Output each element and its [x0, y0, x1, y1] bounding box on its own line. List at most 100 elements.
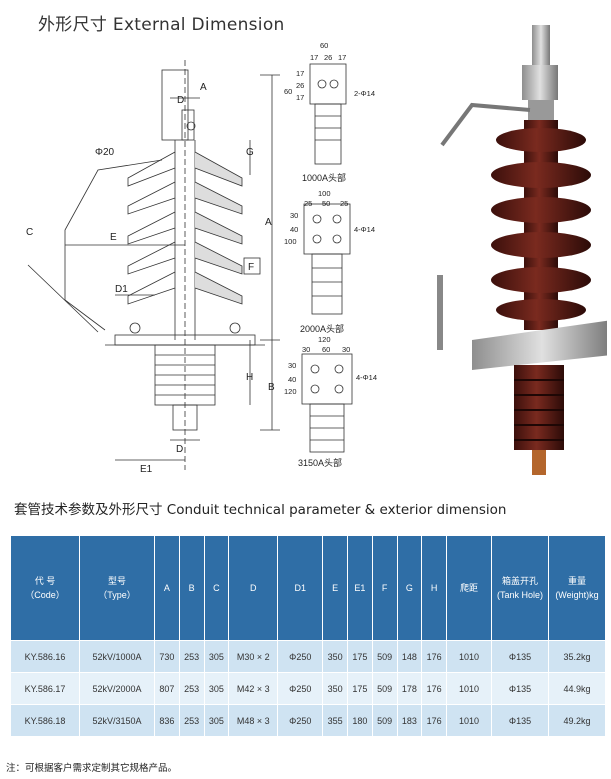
- cell-d1: Φ250: [277, 672, 324, 705]
- cell-h: 176: [421, 640, 447, 673]
- cell-c: 305: [203, 704, 230, 737]
- header-e1: E1: [347, 535, 373, 641]
- head-2000-w1: 25: [304, 199, 312, 208]
- table-row: KY.586.16 52kV/1000A 730 253 305 M30 × 2…: [10, 640, 606, 673]
- spec-table: 代 号（Code） 型号（Type） A B C D D1 E E1 F G H…: [10, 535, 606, 737]
- cell-f: 509: [371, 704, 398, 737]
- header-b: B: [178, 535, 205, 641]
- dim-label-a-side: A: [265, 217, 272, 228]
- head-1000-caption: 1000A头部: [302, 172, 346, 183]
- head-3150-w2: 60: [322, 345, 330, 354]
- cell-creepage: 1010: [446, 672, 492, 705]
- cell-d: M30 × 2: [228, 640, 279, 673]
- cell-type: 52kV/2000A: [79, 672, 155, 705]
- header-tank-hole: 箱盖开孔(Tank Hole): [491, 535, 549, 641]
- head-1000-hole: 2-Φ14: [354, 89, 375, 98]
- head-2000-caption: 2000A头部: [300, 323, 344, 334]
- header-c: C: [203, 535, 230, 641]
- cell-e: 350: [322, 640, 348, 673]
- cell-e1: 180: [347, 704, 373, 737]
- cell-g: 183: [396, 704, 423, 737]
- head-3150-width: 120: [318, 335, 331, 344]
- head-3150-h2: 40: [288, 375, 296, 384]
- head-1000-w3: 17: [338, 53, 346, 62]
- head-1000-w1: 17: [310, 53, 318, 62]
- cell-d1: Φ250: [277, 704, 324, 737]
- footnote: 注：可根据客户需求定制其它规格产品。: [6, 763, 178, 774]
- head-2000-h2: 40: [290, 225, 298, 234]
- dim-label-f: F: [248, 262, 254, 273]
- head-1000-h3: 17: [296, 93, 304, 102]
- head-3150-hole: 4-Φ14: [356, 373, 377, 382]
- header-d1: D1: [277, 535, 324, 641]
- head-1000-h2: 26: [296, 81, 304, 90]
- dim-label-d-top: D: [177, 95, 184, 106]
- cell-f: 509: [371, 672, 398, 705]
- head-2000-width: 100: [318, 189, 331, 198]
- header-a: A: [154, 535, 180, 641]
- head-2000-w2: 50: [322, 199, 330, 208]
- cell-code: KY.586.17: [10, 672, 80, 705]
- cell-a: 836: [154, 704, 180, 737]
- header-f: F: [371, 535, 398, 641]
- dim-label-phi20: Φ20: [95, 147, 115, 158]
- cell-type: 52kV/3150A: [79, 704, 155, 737]
- bushing-product-photo: [437, 25, 607, 475]
- cell-tank-hole: Φ135: [491, 672, 549, 705]
- head-2000-h3: 100: [284, 237, 297, 246]
- dim-label-h: H: [246, 372, 253, 383]
- cell-code: KY.586.18: [10, 704, 80, 737]
- bushing-dimension-drawing: A D Φ20 G C E A F D1 H B D E1: [26, 60, 280, 475]
- cell-weight: 35.2kg: [548, 640, 606, 673]
- header-type: 型号（Type）: [79, 535, 155, 641]
- head-1000-h1: 17: [296, 69, 304, 78]
- header-d: D: [228, 535, 279, 641]
- terminal-head-drawings: 60 17 26 17 17 26 17 60 2-Φ14 1000A头部 10…: [284, 41, 377, 468]
- cell-b: 253: [178, 672, 205, 705]
- cell-d: M42 × 3: [228, 672, 279, 705]
- head-2000-w3: 25: [340, 199, 348, 208]
- header-creepage: 爬距: [446, 535, 492, 641]
- cell-h: 176: [421, 704, 447, 737]
- cell-g: 148: [396, 640, 423, 673]
- dim-label-a-top: A: [200, 82, 207, 93]
- header-weight: 重量(Weight)kg: [548, 535, 606, 641]
- cell-a: 730: [154, 640, 180, 673]
- cell-e: 350: [322, 672, 348, 705]
- table-row: KY.586.18 52kV/3150A 836 253 305 M48 × 3…: [10, 704, 606, 737]
- cell-c: 305: [203, 672, 230, 705]
- cell-f: 509: [371, 640, 398, 673]
- dim-label-c: C: [26, 227, 33, 238]
- table-header-row: 代 号（Code） 型号（Type） A B C D D1 E E1 F G H…: [10, 535, 606, 641]
- head-2000-hole: 4-Φ14: [354, 225, 375, 234]
- dim-label-e: E: [110, 232, 117, 243]
- dim-label-b: B: [268, 382, 275, 393]
- head-1000-h4: 60: [284, 87, 292, 96]
- cell-d: M48 × 3: [228, 704, 279, 737]
- cell-e1: 175: [347, 672, 373, 705]
- cell-code: KY.586.16: [10, 640, 80, 673]
- head-1000-width: 60: [320, 41, 328, 50]
- cell-c: 305: [203, 640, 230, 673]
- cell-b: 253: [178, 704, 205, 737]
- head-3150-w1: 30: [302, 345, 310, 354]
- head-3150-caption: 3150A头部: [298, 457, 342, 468]
- cell-e: 355: [322, 704, 348, 737]
- header-h: H: [421, 535, 447, 641]
- cell-g: 178: [396, 672, 423, 705]
- cell-b: 253: [178, 640, 205, 673]
- cell-creepage: 1010: [446, 704, 492, 737]
- cell-creepage: 1010: [446, 640, 492, 673]
- cell-tank-hole: Φ135: [491, 704, 549, 737]
- section-title: 套管技术参数及外形尺寸 Conduit technical parameter …: [14, 502, 507, 518]
- table-row: KY.586.17 52kV/2000A 807 253 305 M42 × 3…: [10, 672, 606, 705]
- cell-tank-hole: Φ135: [491, 640, 549, 673]
- header-g: G: [396, 535, 423, 641]
- cell-h: 176: [421, 672, 447, 705]
- head-2000-h1: 30: [290, 211, 298, 220]
- header-e: E: [322, 535, 348, 641]
- cell-type: 52kV/1000A: [79, 640, 155, 673]
- cell-d1: Φ250: [277, 640, 324, 673]
- cell-weight: 49.2kg: [548, 704, 606, 737]
- cell-a: 807: [154, 672, 180, 705]
